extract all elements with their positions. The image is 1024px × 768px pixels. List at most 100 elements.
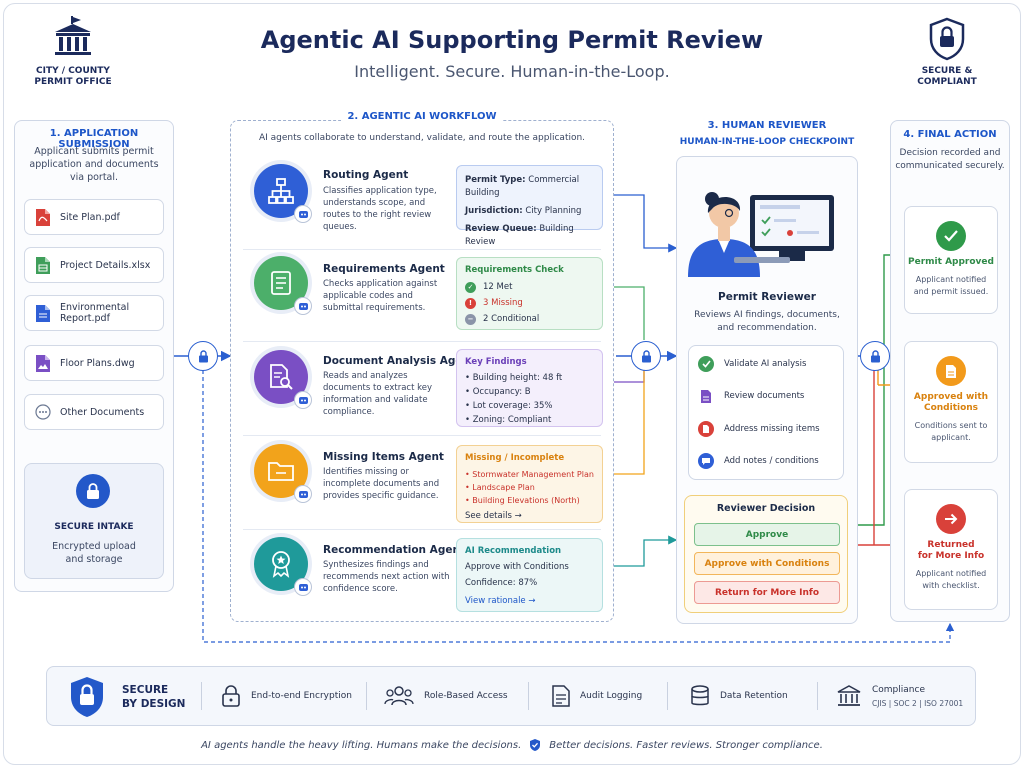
footer-tagline: AI agents handle the heavy lifting. Huma… xyxy=(0,738,1024,752)
doc-site-plan[interactable]: Site Plan.pdf xyxy=(24,199,164,235)
connector-lock-icon xyxy=(631,341,661,371)
footer-label: Audit Logging xyxy=(580,691,643,701)
secure-compliant-label: SECURE &COMPLIANT xyxy=(917,66,977,87)
robot-icon xyxy=(294,205,312,223)
footer-label: Data Retention xyxy=(720,691,788,701)
users-icon xyxy=(384,686,414,706)
document-icon xyxy=(936,356,966,386)
doc-floor-plans[interactable]: Floor Plans.dwg xyxy=(24,345,164,381)
doc-label: Environmental Report.pdf xyxy=(60,302,130,324)
final-title: 4. FINAL ACTION xyxy=(903,129,997,140)
agent-name: Recommendation Agent xyxy=(323,544,465,556)
agent-desc: Identifies missing or incomplete documen… xyxy=(323,467,440,501)
approve-with-conditions-button[interactable]: Approve with Conditions xyxy=(694,552,840,575)
agent-desc: Checks application against applicable co… xyxy=(323,279,438,313)
missing-info-box: Missing / Incomplete • Stormwater Manage… xyxy=(456,445,603,523)
task-add-notes[interactable]: Add notes / conditions xyxy=(698,453,838,469)
recommendation-info-box: AI Recommendation Approve with Condition… xyxy=(456,538,603,612)
workflow-intro: AI agents collaborate to understand, val… xyxy=(258,133,586,143)
compliance-text: Compliance CJIS | SOC 2 | ISO 27001 xyxy=(872,684,964,708)
task-validate[interactable]: Validate AI analysis xyxy=(698,356,838,372)
doc-label: Project Details.xlsx xyxy=(60,259,151,271)
task-missing-items[interactable]: Address missing items xyxy=(698,421,838,437)
robot-icon xyxy=(294,485,312,503)
robot-icon xyxy=(294,297,312,315)
page-title: Agentic AI Supporting Permit Review xyxy=(260,26,764,54)
document-icon xyxy=(698,388,714,404)
agent-name: Missing Items Agent xyxy=(323,451,444,463)
divider xyxy=(243,529,601,530)
check-icon xyxy=(698,356,714,372)
spreadsheet-icon xyxy=(36,256,50,274)
footer-label: Role-Based Access xyxy=(424,691,508,701)
agent-name: Document Analysis Agent xyxy=(323,355,475,367)
return-for-more-info-button[interactable]: Return for More Info xyxy=(694,581,840,604)
doc-environmental-report[interactable]: Environmental Report.pdf xyxy=(24,295,164,331)
task-label: Review documents xyxy=(724,391,805,401)
agent-desc: Classifies application type, understands… xyxy=(323,186,437,232)
image-file-icon xyxy=(36,354,50,372)
footer-compliance: Compliance CJIS | SOC 2 | ISO 27001 xyxy=(836,668,963,724)
agent-desc: Reads and analyzes documents to extract … xyxy=(323,371,432,417)
check-circle-icon xyxy=(936,221,966,251)
routing-info-box: Permit Type: Commercial Building Jurisdi… xyxy=(456,165,603,247)
reviewer-title: 3. HUMAN REVIEWER xyxy=(707,120,827,131)
alert-document-icon xyxy=(698,421,714,437)
agent-desc: Synthesizes findings and recommends next… xyxy=(323,560,450,594)
lock-icon xyxy=(222,685,240,707)
footer-audit: Audit Logging xyxy=(552,668,642,724)
doc-other[interactable]: Other Documents xyxy=(24,394,164,430)
task-label: Add notes / conditions xyxy=(724,456,819,466)
tagline-part-1: AI agents handle the heavy lifting. Huma… xyxy=(201,739,522,751)
arrow-right-icon xyxy=(936,504,966,534)
document-icon xyxy=(36,304,50,322)
decision-title: Reviewer Decision xyxy=(716,503,816,514)
task-review-docs[interactable]: Review documents xyxy=(698,388,838,404)
reviewer-desc: Reviews AI findings, documents,and recom… xyxy=(694,310,840,333)
pdf-icon xyxy=(36,208,50,226)
divider xyxy=(243,435,601,436)
footer-label: End-to-end Encryption xyxy=(251,691,352,701)
workflow-title-wrap: 2. AGENTIC AI WORKFLOW xyxy=(230,111,614,122)
reviewer-tasks-box xyxy=(688,345,844,480)
approve-button[interactable]: Approve xyxy=(694,523,840,546)
connector-lock-icon xyxy=(860,341,890,371)
footer-encryption: End-to-end Encryption xyxy=(221,668,352,724)
findings-info-box: Key Findings • Building height: 48 ft • … xyxy=(456,349,603,427)
agent-name: Requirements Agent xyxy=(323,263,445,275)
divider xyxy=(201,682,202,710)
folder-icon xyxy=(268,462,294,481)
robot-icon xyxy=(294,578,312,596)
permit-office-icon xyxy=(52,16,94,64)
see-details-link[interactable]: See details → xyxy=(465,511,522,521)
doc-label: Site Plan.pdf xyxy=(60,211,120,223)
doc-project-details[interactable]: Project Details.xlsx xyxy=(24,247,164,283)
view-rationale-link[interactable]: View rationale → xyxy=(465,596,536,606)
chat-icon xyxy=(698,453,714,469)
reviewer-subtitle: HUMAN-IN-THE-LOOP CHECKPOINT xyxy=(679,137,855,147)
page-frame xyxy=(3,3,1021,765)
shield-lock-icon xyxy=(928,17,966,65)
robot-icon xyxy=(294,391,312,409)
tagline-part-2: Better decisions. Faster reviews. Strong… xyxy=(549,739,823,751)
shield-check-icon xyxy=(530,739,541,751)
checklist-icon xyxy=(271,271,291,295)
shield-lock-icon xyxy=(68,675,106,723)
divider xyxy=(528,682,529,710)
submission-title: 1. APPLICATION SUBMISSION xyxy=(49,128,139,150)
divider xyxy=(667,682,668,710)
divider xyxy=(243,341,601,342)
document-search-icon xyxy=(270,364,293,390)
reviewer-name: Permit Reviewer xyxy=(718,291,816,303)
divider xyxy=(366,682,367,710)
page-subtitle: Intelligent. Secure. Human-in-the-Loop. xyxy=(354,62,670,81)
divider xyxy=(243,249,601,250)
audit-document-icon xyxy=(552,685,570,707)
